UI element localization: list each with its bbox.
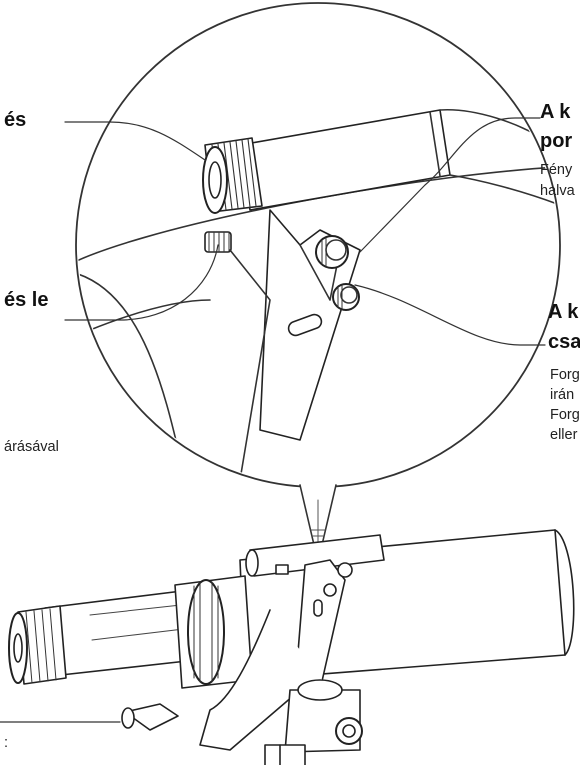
label-left-low: árásával [4,439,59,455]
label-right-mid-body-3: Forg [550,407,580,423]
label-left-mid: és le [4,289,49,311]
label-right-mid-title-2: csa [548,331,580,353]
magnified-finder-scope [78,108,558,485]
label-right-mid-body-2: irán [550,387,575,403]
full-telescope [8,529,575,765]
label-right-top-body-1: Fény [540,162,573,178]
label-right-mid-body-4: eller [550,427,578,443]
leader-lines [0,117,546,723]
label-bottom-left: : [4,735,9,751]
label-right-top-body-2: halva [540,183,575,199]
label-right-top-title-2: por [540,130,573,152]
label-left-top: és [4,109,27,131]
label-right-mid-title-1: A k [548,301,579,323]
label-right-top-title-1: A k [540,101,571,123]
label-right-mid-body-1: Forg [550,367,580,383]
